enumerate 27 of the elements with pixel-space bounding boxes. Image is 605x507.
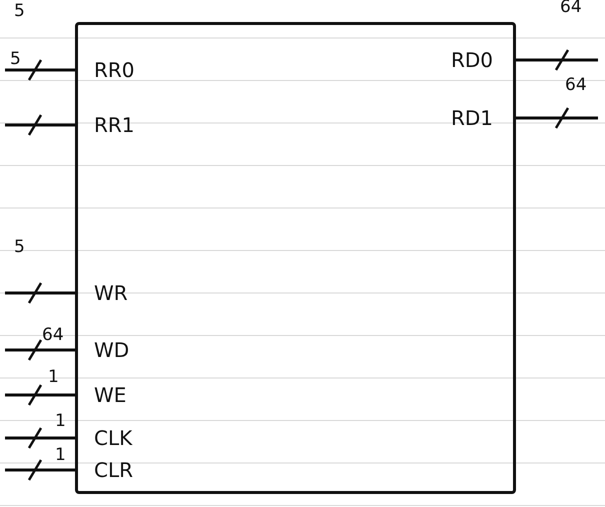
port-label: RR0 [78, 59, 135, 81]
signal-line [5, 68, 75, 72]
signal-line [5, 394, 75, 396]
bus-width-label: 64 [565, 74, 587, 96]
signal-line [5, 348, 75, 352]
bus-width-label: 1 [48, 366, 59, 388]
port-label: RD0 [450, 49, 513, 71]
signal-line [5, 124, 75, 126]
signal-line [516, 116, 598, 120]
port-label: CLR [78, 459, 134, 481]
bus-width-label: 5 [10, 48, 21, 70]
port-label: RD1 [450, 107, 513, 129]
bus-width-label: 5 [14, 236, 25, 258]
port-label: WE [78, 384, 126, 406]
signal-line [5, 292, 75, 294]
port-label: CLK [78, 427, 132, 449]
signal-line [5, 468, 75, 472]
register-file-block [75, 22, 516, 494]
port-label: WR [78, 282, 128, 304]
signal-line [516, 58, 598, 62]
signal-line [5, 436, 75, 440]
bus-width-label: 1 [55, 444, 66, 466]
bus-width-label: 64 [42, 324, 64, 346]
bus-width-label: 5 [14, 0, 25, 22]
port-label: WD [78, 339, 130, 361]
port-label: RR1 [78, 114, 135, 136]
bus-width-label: 1 [55, 410, 66, 432]
